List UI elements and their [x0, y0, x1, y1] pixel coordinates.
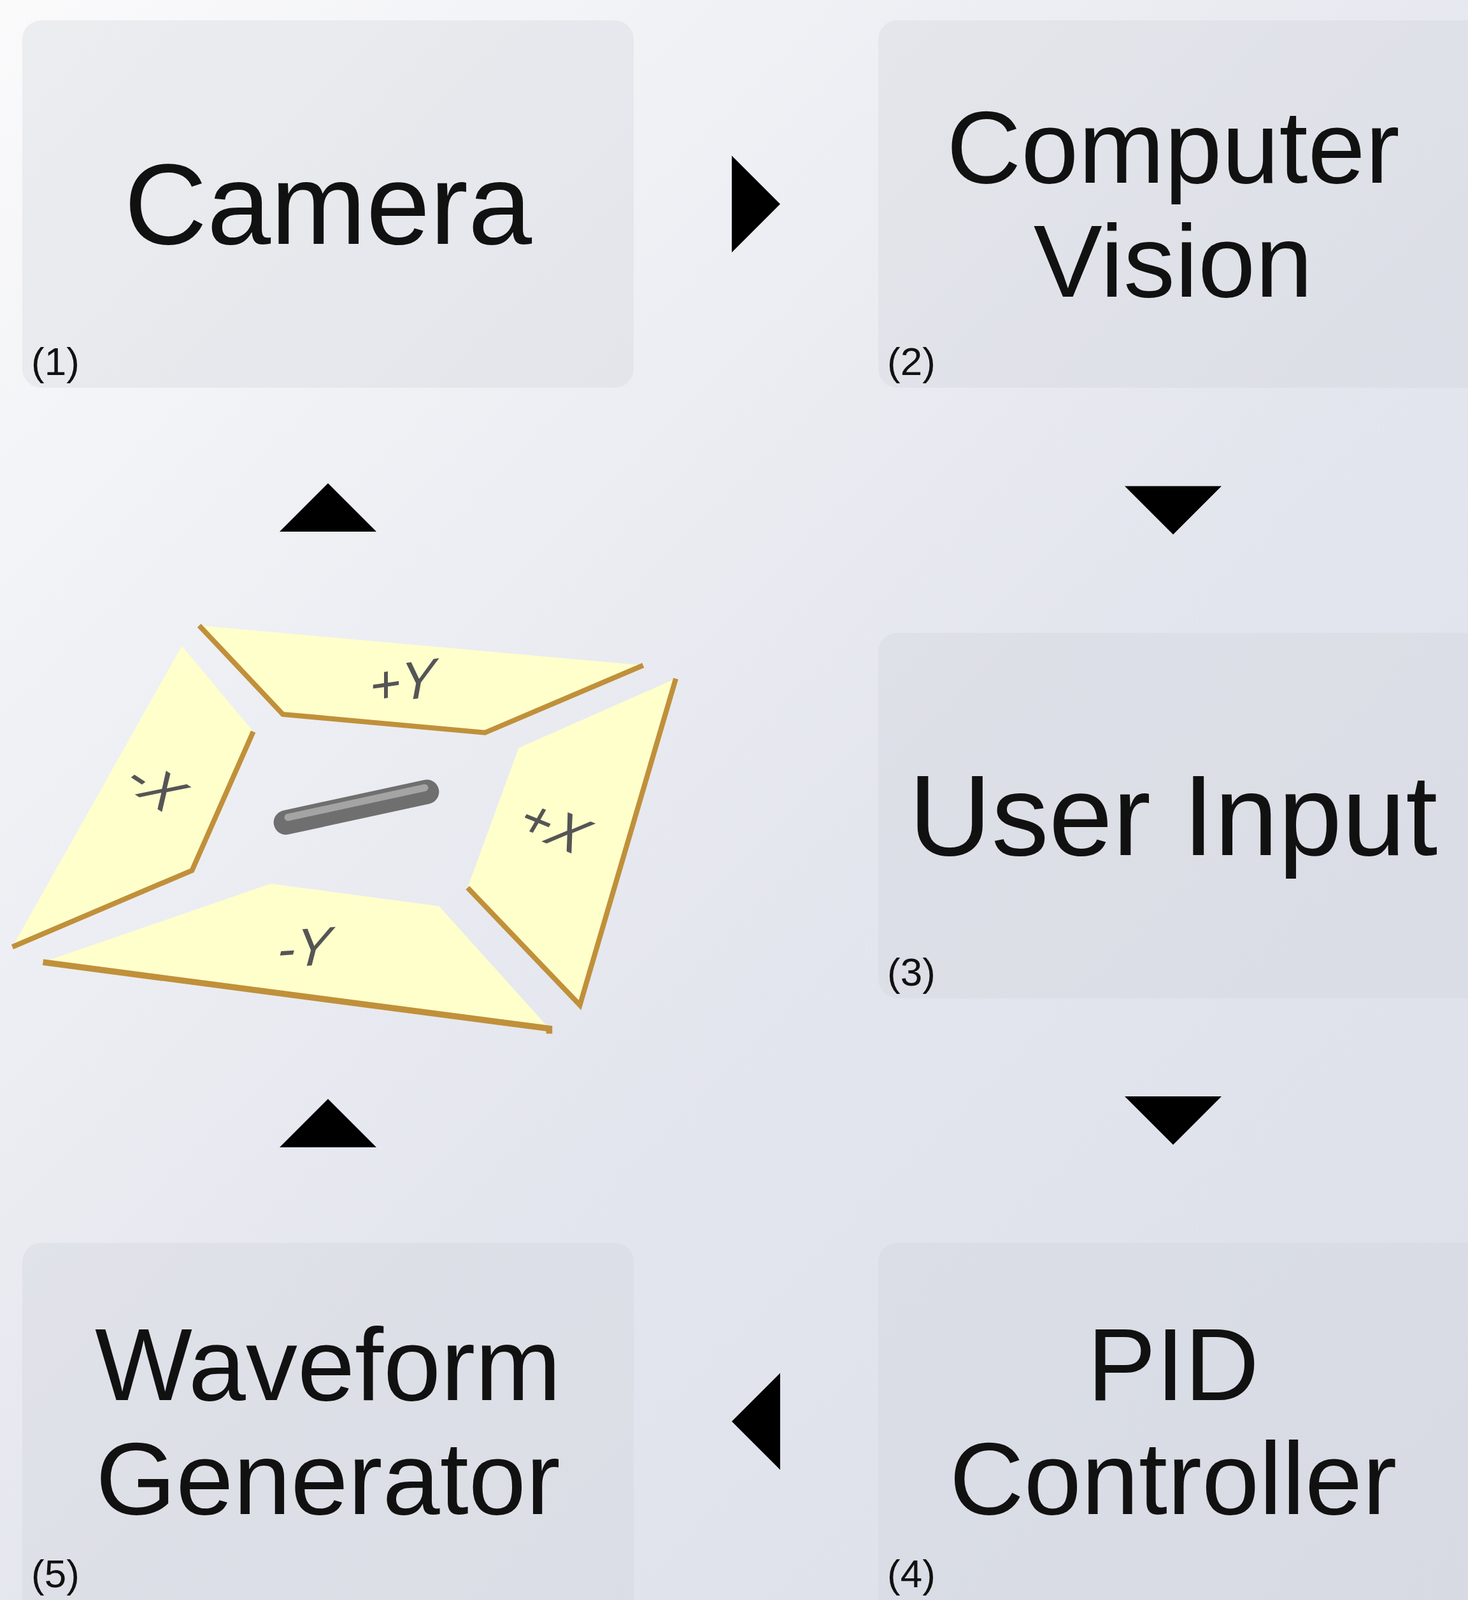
- callout-number: (2): [887, 342, 936, 382]
- electrode-plate: [12, 645, 253, 948]
- rod-particle: [285, 792, 427, 823]
- arrowhead: [279, 483, 377, 532]
- callout-number: (5): [31, 1554, 80, 1595]
- flow-arrow: [731, 156, 781, 253]
- arrowhead: [1124, 1096, 1222, 1146]
- arrowhead: [1124, 486, 1222, 535]
- electrode-plate: [42, 883, 549, 1030]
- process-box: Camera (1): [22, 20, 634, 388]
- rod-highlight: [287, 787, 425, 818]
- arrowhead: [731, 156, 781, 253]
- electrode-label: +Y: [370, 650, 437, 714]
- flow-arrow: [279, 483, 377, 1148]
- electrode-label: -Y: [275, 919, 334, 977]
- box-title: User Input: [902, 752, 1444, 879]
- flow-arrow: [1124, 486, 1222, 535]
- process-box: Computer Vision (2): [878, 20, 1468, 388]
- process-box: Waveform Generator (5): [22, 1243, 634, 1600]
- callout-number: (3): [887, 952, 936, 993]
- box-title: Waveform Generator: [22, 1308, 634, 1535]
- flow-arrow: [731, 1373, 781, 1471]
- arrowhead: [731, 1373, 781, 1471]
- process-box: User Input (3): [878, 633, 1468, 999]
- flow-arrow: [1124, 1096, 1222, 1146]
- box-title: PID Controller: [878, 1308, 1468, 1535]
- plate-edge: [199, 625, 644, 733]
- process-box: PID Controller (4): [878, 1243, 1468, 1600]
- electrode-plate: [467, 678, 676, 1006]
- callout-number: (4): [887, 1554, 936, 1595]
- callout-number: (1): [31, 342, 80, 382]
- box-title: Camera: [117, 141, 539, 268]
- plate-edge: [467, 678, 676, 1006]
- box-title: Computer Vision: [878, 90, 1468, 318]
- electrode-plates: [12, 625, 676, 1034]
- arrowhead: [279, 1099, 377, 1148]
- electrode-plate: [199, 625, 644, 733]
